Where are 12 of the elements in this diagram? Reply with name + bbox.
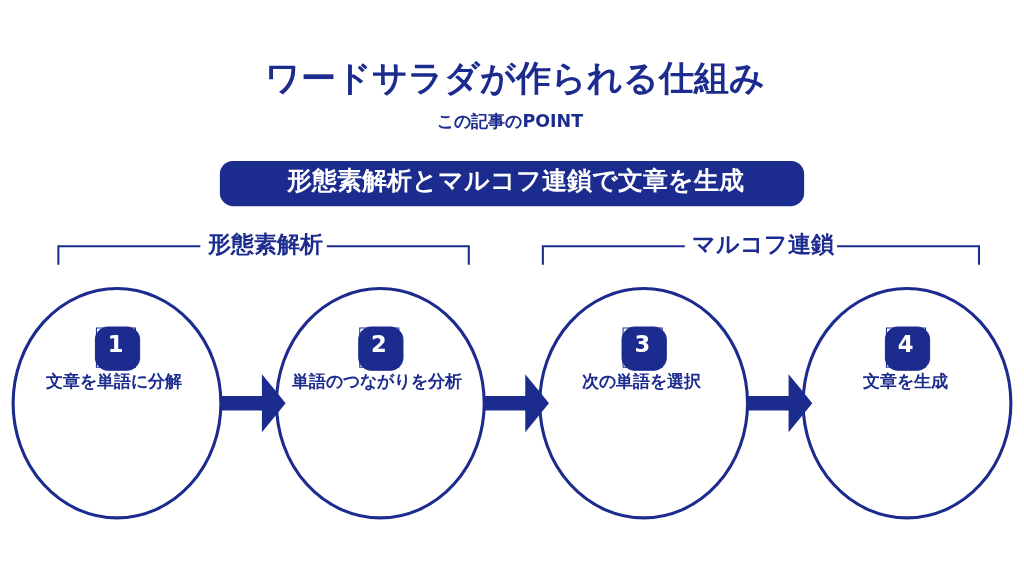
label: この記事のPOINT	[437, 110, 584, 131]
label: マルコフ連鎖	[692, 230, 835, 257]
node-circle: 1 文章を単語に分解	[11, 286, 223, 519]
node-circle: 2 単語のつながりを分析	[274, 286, 486, 519]
arrow	[747, 373, 813, 432]
arrow	[220, 373, 286, 432]
node-box: 形態素解析とマルコフ連鎖で文章を生成	[219, 160, 805, 206]
label: 形態素解析	[207, 230, 323, 257]
node-circle: 3 次の単語を選択	[538, 286, 750, 519]
arrow	[484, 373, 549, 432]
node-circle: 4 文章を生成	[801, 286, 1013, 519]
diagram-title: ワードサラダが作られる仕組み	[264, 57, 765, 98]
